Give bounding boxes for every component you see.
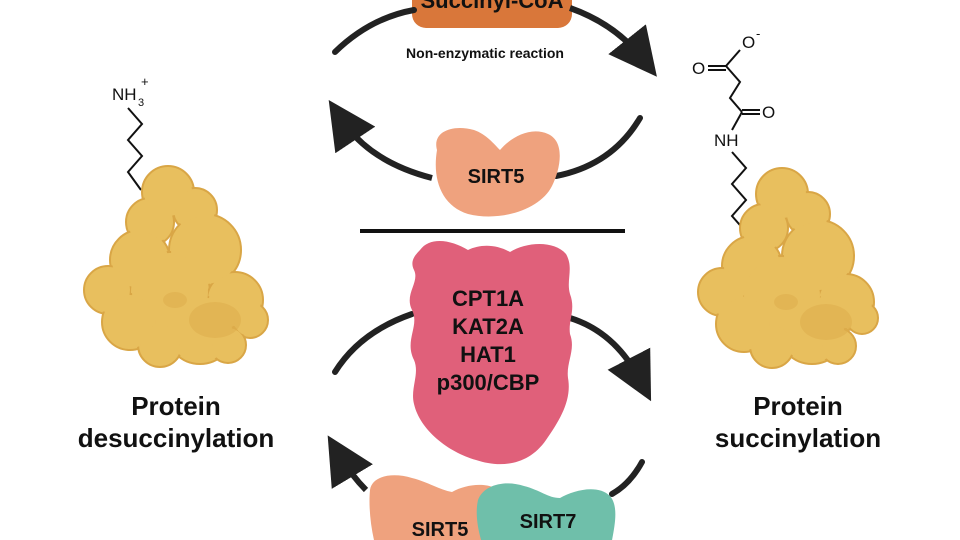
bottom-forward-arrow-left [332, 311, 415, 375]
carbonyl-oxygen-2: O [762, 103, 775, 122]
enzyme-cpt1a: CPT1A [452, 286, 524, 311]
nh3-charge: + [141, 74, 149, 89]
top-forward-arrow-right [568, 5, 657, 77]
sirt7-label: SIRT7 [520, 511, 577, 533]
top-reverse-arrow-left [328, 100, 433, 181]
top-forward-arrow-left [332, 7, 417, 55]
bottom-reverse-arrow-right [609, 459, 645, 497]
bottom-reverse-arrow-left [327, 435, 373, 493]
amide-nh: NH [714, 131, 739, 150]
protein-right: O - O O NH [692, 26, 881, 453]
top-reverse-arrow-right [553, 115, 643, 179]
lysine-chain-left [126, 107, 144, 191]
top-cycle: Succinyl-CoA Non-enzymatic reaction SIRT… [328, 0, 657, 217]
sirt5-enzyme-bottom: SIRT5 [369, 475, 508, 540]
bottom-forward-arrow-right [569, 315, 652, 402]
desuccinylation-caption-line1: Protein [131, 391, 221, 421]
succinyl-coa-box: Succinyl-CoA [412, 0, 572, 28]
carboxylate-oxygen: O [742, 33, 755, 52]
succinylation-caption-line1: Protein [753, 391, 843, 421]
desuccinylation-caption-line2: desuccinylation [78, 423, 275, 453]
lysine-chain-right [730, 151, 748, 233]
bottom-cycle: CPT1A KAT2A HAT1 p300/CBP SIRT5 SIRT7 [327, 240, 652, 540]
sirt5-label-bottom: SIRT5 [412, 519, 469, 540]
acyltransferase-enzymes: CPT1A KAT2A HAT1 p300/CBP [409, 240, 573, 465]
sirt5-label-top: SIRT5 [468, 166, 525, 188]
nh3-label: NH [112, 85, 137, 104]
enzyme-kat2a: KAT2A [452, 314, 524, 339]
sirt7-enzyme: SIRT7 [476, 483, 616, 540]
carboxylate-charge: - [756, 26, 760, 41]
ammonium-group: NH 3 + [112, 74, 149, 109]
enzyme-p300-cbp: p300/CBP [437, 370, 540, 395]
enzyme-hat1: HAT1 [460, 342, 516, 367]
succinyl-coa-label: Succinyl-CoA [420, 0, 563, 13]
succinyl-group: O - O O NH [692, 26, 775, 150]
sirt5-enzyme-top: SIRT5 [435, 128, 560, 217]
succinylation-caption-line2: succinylation [715, 423, 881, 453]
non-enzymatic-label: Non-enzymatic reaction [406, 45, 564, 61]
carbonyl-oxygen-1: O [692, 59, 705, 78]
protein-left: NH 3 + [78, 74, 275, 453]
nh3-subscript: 3 [138, 97, 144, 109]
